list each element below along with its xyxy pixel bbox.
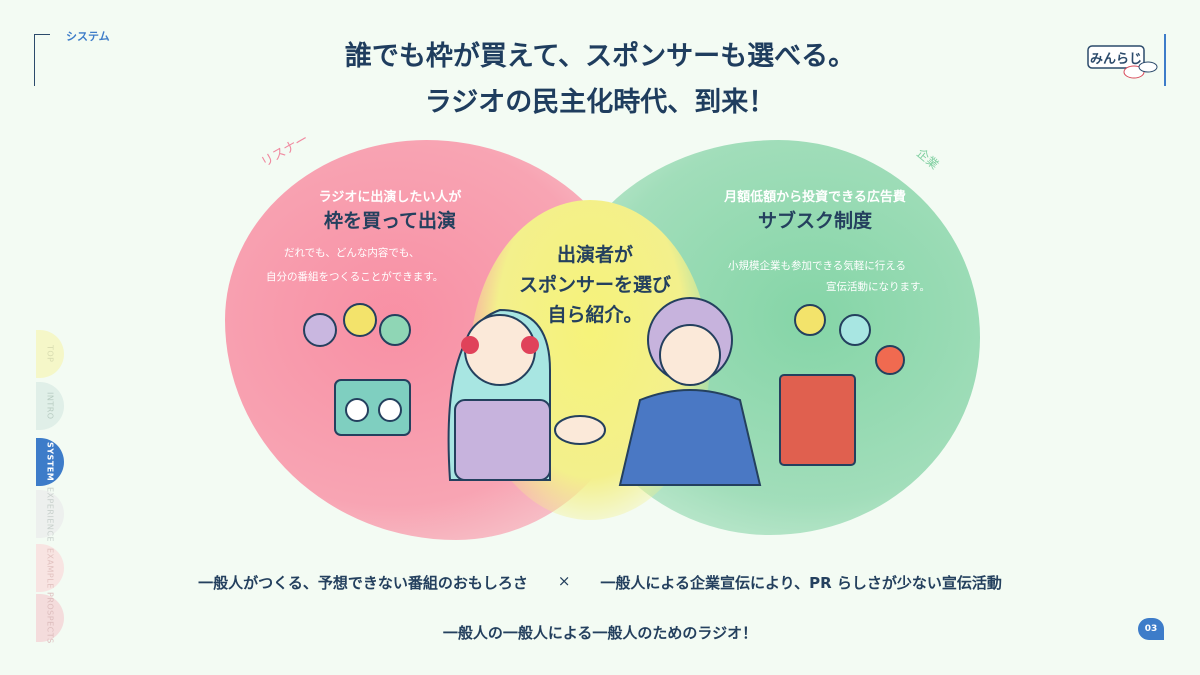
center-message: 出演者が スポンサーを選び 自ら紹介。 [480, 240, 710, 330]
nav-label: PROSPECTS [45, 592, 55, 644]
title-line-2: ラジオの民主化時代、到来！ [424, 87, 776, 118]
listener-sub: ラジオに出演したい人が [318, 190, 462, 205]
logo-divider [1164, 34, 1166, 86]
nav-label: EXPERIENCE [45, 486, 55, 542]
center-line-1: 出演者が [556, 244, 633, 266]
nav-tab-experience[interactable]: EXPERIENCE [36, 487, 64, 542]
illustration [303, 297, 905, 486]
tagline: 一般人の一般人による一般人のためのラジオ！ [442, 624, 758, 642]
sponsor-illustration [554, 297, 762, 486]
section-label: システム [66, 30, 110, 43]
center-line-2: スポンサーを選び [518, 274, 671, 296]
listener-headline: 枠を買って出演 [323, 210, 457, 232]
listener-people-illustration [303, 303, 411, 436]
nav-tab-system[interactable]: SYSTEM [36, 438, 64, 486]
nav-label: INTRO [45, 392, 55, 420]
nav-tab-intro[interactable]: INTRO [36, 382, 64, 430]
company-headline: サブスク制度 [757, 210, 872, 232]
summary-row: 一般人がつくる、予想できない番組のおもしろさ × 一般人による企業宣伝により、P… [0, 572, 1200, 593]
summary-left: 一般人がつくる、予想できない番組のおもしろさ [198, 574, 528, 592]
company-desc-2: 宣伝活動になります。 [826, 281, 930, 293]
listener-desc-1: だれでも、どんな内容でも、 [284, 247, 420, 259]
center-line-3: 自ら紹介。 [547, 304, 643, 326]
page-title: 誰でも枠が買えて、スポンサーも選べる。 ラジオの民主化時代、到来！ [0, 34, 1200, 126]
nav-label: TOP [45, 345, 55, 363]
svg-text:みんらじ: みんらじ [1090, 52, 1142, 67]
nav-tab-top[interactable]: TOP [36, 330, 64, 378]
company-sub: 月額低額から投資できる広告費 [724, 190, 906, 205]
performer-illustration [447, 308, 551, 481]
company-tag: 企業 [913, 145, 942, 172]
title-line-1: 誰でも枠が買えて、スポンサーも選べる。 [344, 41, 856, 72]
page-number: 03 [1138, 618, 1164, 640]
times-symbol: × [557, 572, 571, 590]
listener-desc-2: 自分の番組をつくることができます。 [266, 271, 444, 283]
listener-tag: リスナー [258, 131, 312, 171]
corner-bracket [34, 34, 50, 86]
company-desc-1: 小規模企業も参加できる気軽に行える [728, 260, 906, 272]
logo: みんらじ [1082, 36, 1162, 82]
company-people-illustration [779, 304, 905, 466]
nav-label: SYSTEM [45, 442, 55, 482]
summary-right: 一般人による企業宣伝により、PR らしさが少ない宣伝活動 [600, 574, 1002, 592]
nav-label: EXAMPLE [45, 547, 55, 589]
